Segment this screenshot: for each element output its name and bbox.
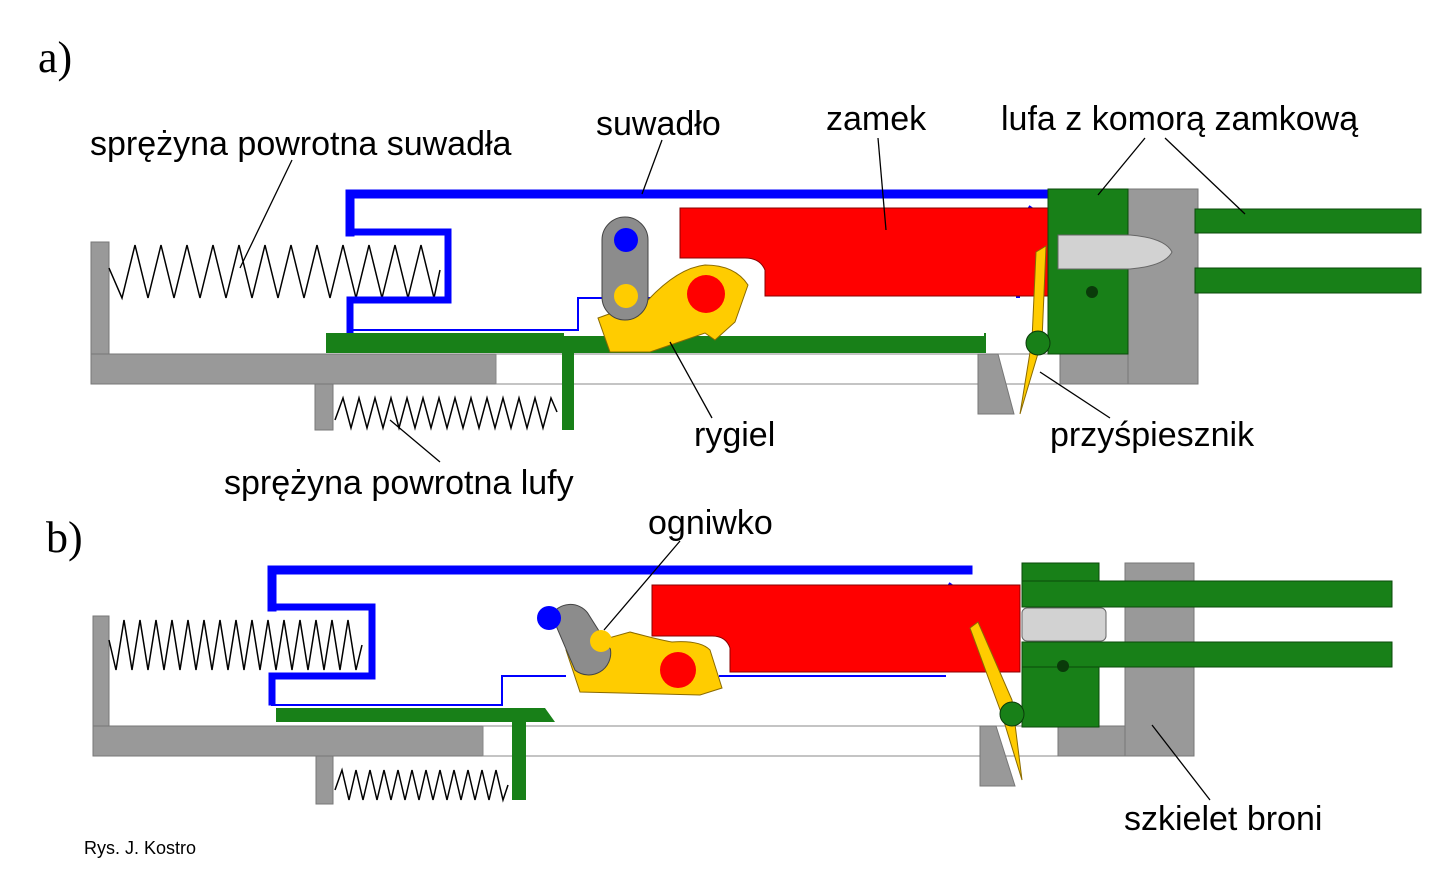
panel-b: b) — [46, 504, 1393, 838]
barrel-return-spring-b — [334, 767, 509, 803]
label-lock: rygiel — [694, 416, 775, 454]
link-pin-upper-b — [537, 606, 561, 630]
link-pin-lower-b — [590, 630, 612, 652]
label-slide: suwadło — [596, 105, 721, 143]
bolt-a — [679, 207, 1049, 297]
label-accelerator: przyśpiesznik — [1050, 416, 1255, 454]
barrel-b — [1021, 562, 1393, 728]
lock-pivot-a — [687, 275, 725, 313]
accelerator-a — [1019, 245, 1047, 415]
label-barrel-spring: sprężyna powrotna lufy — [224, 464, 574, 502]
accelerator-pivot-b — [999, 701, 1025, 727]
slide-return-spring-b — [108, 619, 363, 671]
link-pin-upper-a — [614, 228, 638, 252]
barrel-lug-a — [562, 353, 574, 430]
lock-pivot-b — [660, 652, 696, 688]
label-frame: szkielet broni — [1124, 800, 1322, 838]
accelerator-b — [969, 621, 1023, 781]
slide-return-spring-a — [108, 244, 441, 301]
panel-a-tag: a) — [38, 33, 72, 82]
barrel-lug-b — [512, 722, 526, 800]
cartridge-b — [1021, 607, 1107, 642]
frame-a — [90, 188, 1199, 431]
label-link: ogniwko — [648, 504, 773, 542]
barrel-a — [1047, 188, 1422, 355]
accelerator-pivot-a — [1025, 330, 1051, 356]
bolt-b — [651, 584, 1021, 673]
barrel-return-spring-a — [334, 395, 558, 431]
label-slide-spring: sprężyna powrotna suwadła — [90, 125, 512, 163]
slide-b — [267, 565, 973, 706]
panel-a: a) — [38, 33, 1422, 502]
label-bolt: zamek — [826, 100, 927, 138]
label-barrel: lufa z komorą zamkową — [1001, 100, 1358, 138]
link-b — [550, 603, 612, 676]
panel-b-tag: b) — [46, 513, 83, 562]
link-pin-lower-a — [614, 284, 638, 308]
cartridge-a — [1057, 234, 1173, 270]
credit: Rys. J. Kostro — [84, 838, 196, 858]
barrel-extension-b — [276, 708, 555, 722]
